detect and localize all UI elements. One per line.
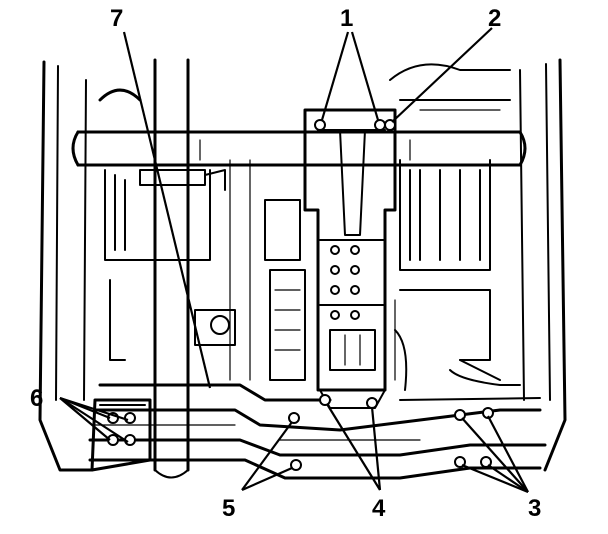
floor-panels	[104, 159, 491, 381]
callout-7: 7	[110, 5, 123, 32]
lower-crossmember	[88, 359, 547, 480]
callout-4: 4	[372, 495, 386, 522]
vertical-pipe	[139, 58, 226, 479]
leader-lines	[59, 27, 529, 494]
left-bracket	[90, 398, 152, 472]
center-bracket	[303, 108, 397, 409]
callout-6: 6	[30, 385, 43, 412]
callout-5: 5	[222, 495, 235, 522]
callout-3: 3	[528, 495, 541, 522]
callout-2: 2	[488, 5, 501, 32]
callout-1: 1	[340, 5, 353, 32]
components	[194, 199, 408, 391]
callouts: 1 2 3 4 5 6 7	[30, 5, 541, 522]
crossbar	[71, 130, 527, 167]
body-outline	[38, 58, 567, 472]
